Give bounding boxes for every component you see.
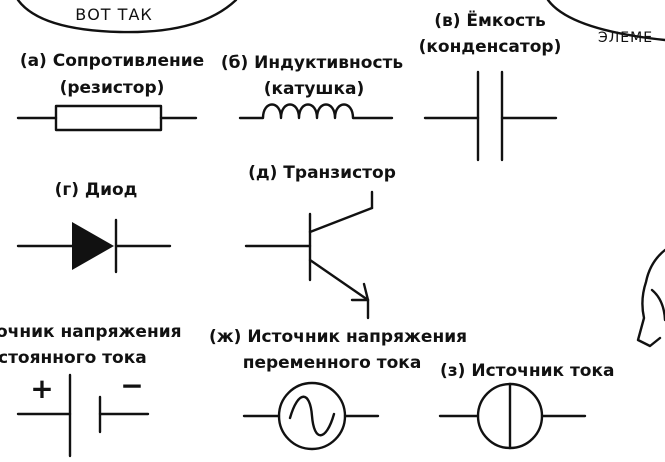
- ac-source-symbol: [242, 381, 380, 451]
- inductor-symbol: [238, 103, 394, 120]
- dc-source-symbol: + −: [16, 369, 150, 458]
- label-ac-source-line2: переменного тока: [243, 353, 422, 373]
- label-dc-source-line2: стоянного тока: [0, 348, 147, 368]
- transistor-symbol: [244, 190, 374, 320]
- label-diode: (г) Диод: [55, 180, 138, 200]
- battery-plus-sign: +: [30, 372, 53, 405]
- label-dc-source-line1: очник напряжения: [0, 322, 182, 342]
- speech-bubble-left: [16, 0, 238, 34]
- label-ac-source-line1: (ж) Источник напряжения: [209, 327, 467, 347]
- speech-bubble-right-text: ЭЛЕМЕ: [598, 30, 653, 46]
- label-capacitor-line1: (в) Ёмкость: [434, 9, 546, 31]
- label-resistor-line1: (а) Сопротивление: [20, 51, 204, 71]
- battery-minus-sign: −: [120, 369, 143, 402]
- current-source-symbol: [438, 382, 587, 450]
- label-inductor-line2: (катушка): [264, 79, 365, 99]
- capacitor-symbol: [423, 70, 558, 162]
- label-transistor: (д) Транзистор: [248, 163, 396, 183]
- speech-bubble-right: [546, 0, 665, 42]
- label-inductor-line1: (б) Индуктивность: [221, 53, 403, 73]
- diode-symbol: [16, 218, 172, 274]
- label-current-source: (з) Источник тока: [440, 361, 615, 381]
- cartoon-character-fragment: [636, 248, 665, 348]
- resistor-symbol: [16, 104, 198, 132]
- label-capacitor-line2: (конденсатор): [419, 37, 562, 57]
- label-resistor-line2: (резистор): [60, 78, 165, 98]
- speech-bubble-left-text: ВОТ ТАК: [75, 5, 153, 24]
